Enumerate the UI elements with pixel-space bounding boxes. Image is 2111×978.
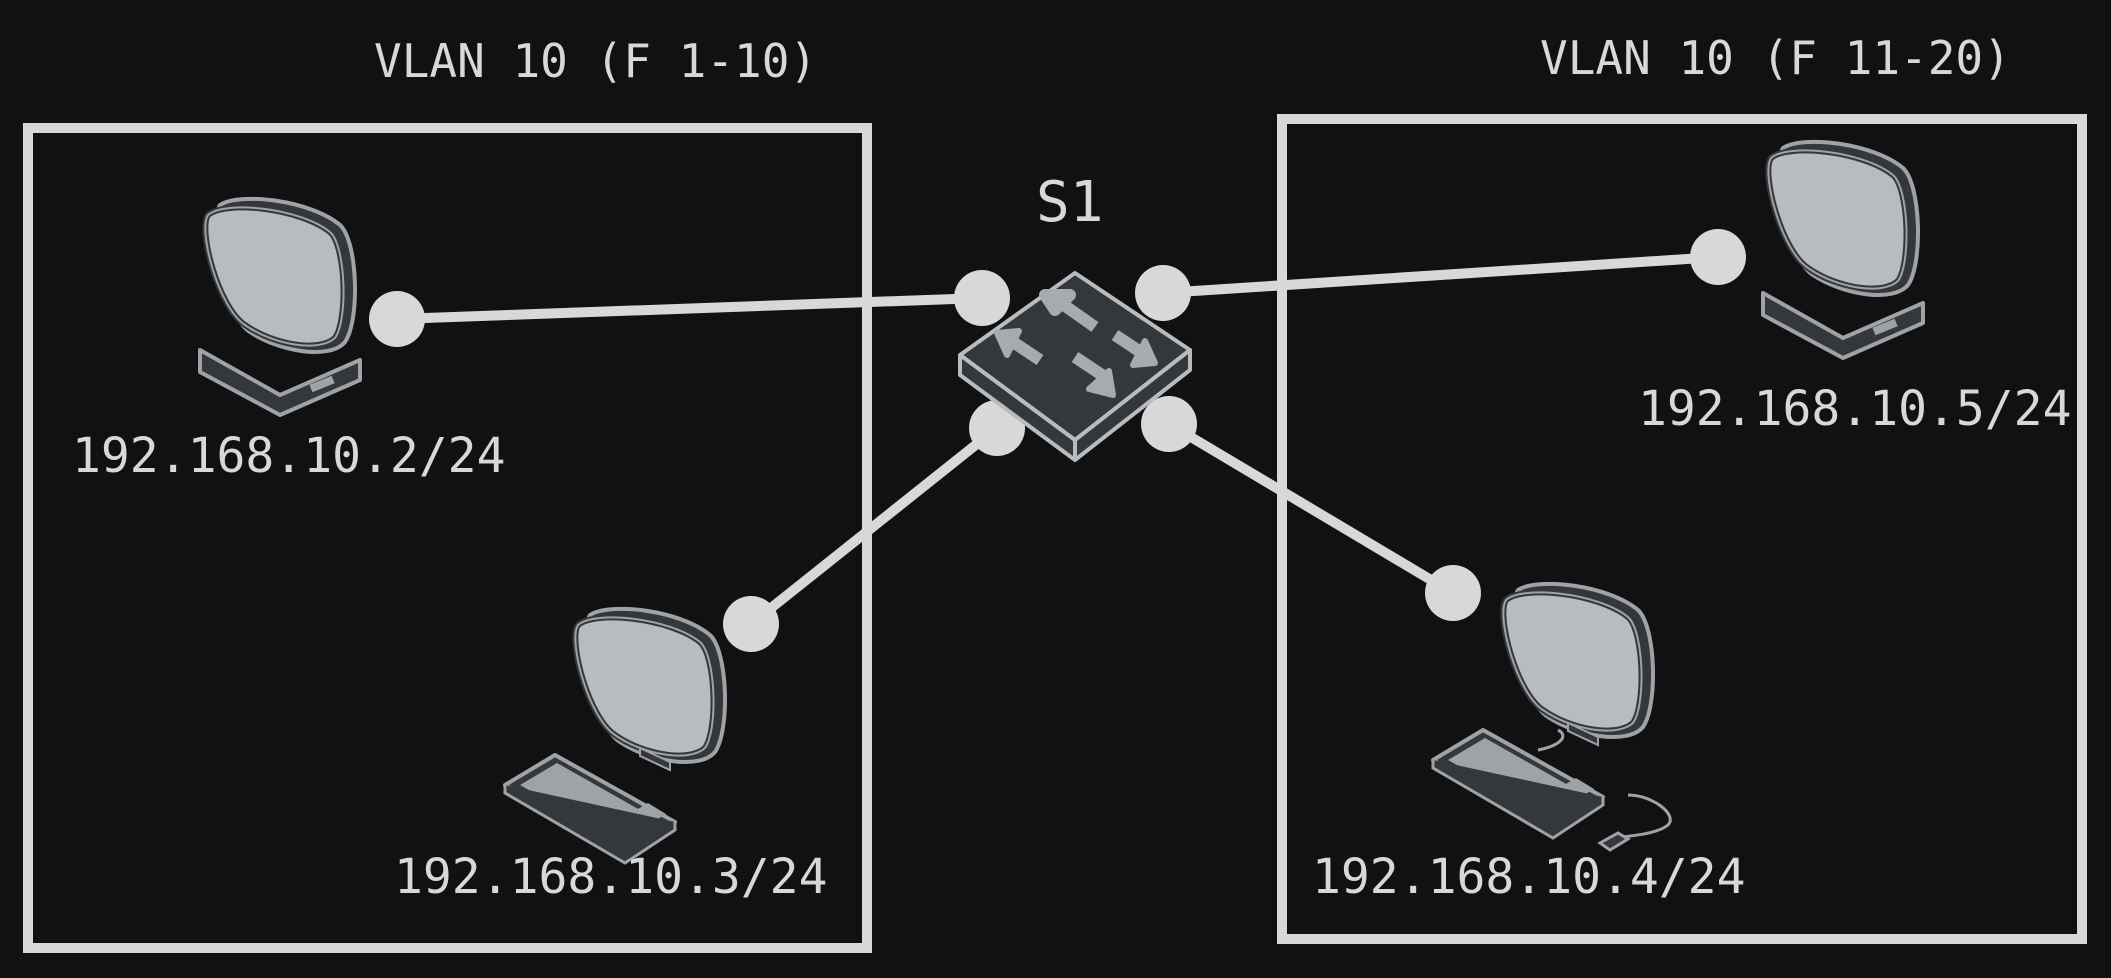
vlan-title-right: VLAN 10 (F 11-20)	[1540, 31, 2011, 85]
link-s1-host-5	[1135, 229, 1746, 321]
desktop-computer-icon	[1433, 584, 1670, 850]
link-s1-host-4	[1141, 396, 1481, 621]
link-s1-host-2	[369, 270, 1010, 347]
link-s1-host-3	[723, 400, 1025, 652]
monitor-icon	[200, 199, 360, 415]
desktop-computer-icon	[505, 609, 725, 863]
vlan-title-left: VLAN 10 (F 1-10)	[374, 34, 817, 88]
host-ip-label: 192.168.10.5/24	[1638, 381, 2071, 437]
vlan-box-right	[1277, 114, 2087, 944]
monitor-icon	[1763, 142, 1923, 358]
host-ip-label: 192.168.10.4/24	[1312, 849, 1745, 905]
switch-label: S1	[1036, 170, 1103, 235]
network-switch-icon	[958, 271, 1192, 462]
host-ip-label: 192.168.10.2/24	[72, 428, 505, 484]
host-ip-label: 192.168.10.3/24	[394, 849, 827, 905]
vlan-box-left	[23, 123, 872, 953]
